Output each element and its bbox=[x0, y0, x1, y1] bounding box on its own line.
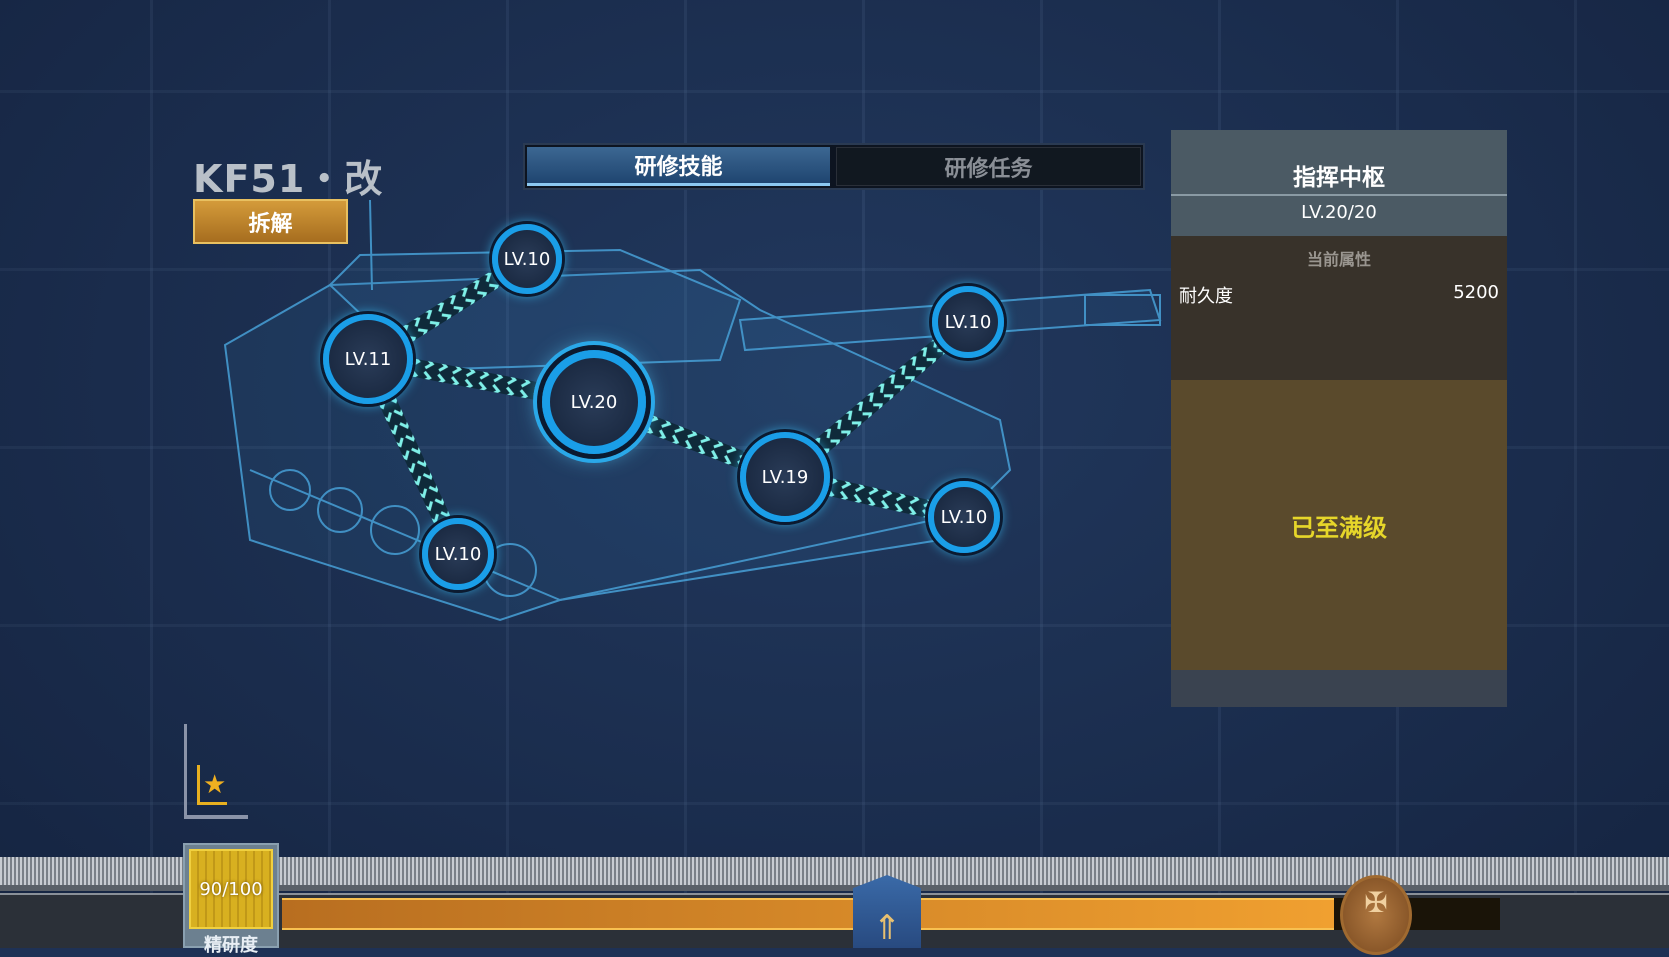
tab-research-skills[interactable]: 研修技能 bbox=[527, 147, 830, 186]
skill-link bbox=[779, 315, 974, 484]
skill-node[interactable]: LV.11 bbox=[323, 314, 413, 404]
attr-name: 耐久度 bbox=[1179, 286, 1233, 307]
tab-bar: 研修技能 研修任务 bbox=[523, 143, 1145, 190]
rocket-emblem-icon[interactable]: ⇑ bbox=[853, 875, 921, 948]
progress-fill bbox=[282, 898, 1335, 930]
skill-node[interactable]: LV.20 bbox=[542, 350, 646, 454]
progress-label: 精研度 bbox=[204, 935, 258, 956]
star-icon[interactable]: ★ bbox=[184, 724, 248, 819]
skill-detail-panel: 指挥中枢 LV.20/20 当前属性 耐久度 5200 已至满级 bbox=[1171, 130, 1507, 707]
skill-node[interactable]: LV.19 bbox=[740, 432, 830, 522]
progress-text: 90/100 bbox=[189, 849, 273, 929]
dismantle-button[interactable]: 拆解 bbox=[193, 199, 348, 244]
skill-link bbox=[366, 350, 596, 411]
skill-node[interactable]: LV.10 bbox=[422, 518, 494, 590]
vehicle-title: KF51・改 bbox=[193, 157, 384, 201]
attr-header: 当前属性 bbox=[1306, 250, 1371, 269]
skill-node[interactable]: LV.10 bbox=[492, 224, 562, 294]
attr-value: 5200 bbox=[1453, 282, 1499, 303]
skill-level: LV.20/20 bbox=[1301, 202, 1377, 223]
skill-node[interactable]: LV.10 bbox=[932, 286, 1004, 358]
skill-name: 指挥中枢 bbox=[1171, 130, 1507, 196]
tank-wireframe bbox=[223, 199, 1162, 622]
refinement-badge: 90/100 精研度 bbox=[183, 843, 279, 956]
skill-node[interactable]: LV.10 bbox=[928, 481, 1000, 553]
skill-link bbox=[359, 355, 467, 558]
attr-row: 耐久度 5200 bbox=[1179, 282, 1499, 308]
tab-research-tasks[interactable]: 研修任务 bbox=[836, 147, 1141, 186]
max-level-status: 已至满级 bbox=[1171, 380, 1507, 670]
skill-links bbox=[359, 251, 974, 558]
tank-medal-icon[interactable]: ✠ bbox=[1340, 875, 1412, 955]
